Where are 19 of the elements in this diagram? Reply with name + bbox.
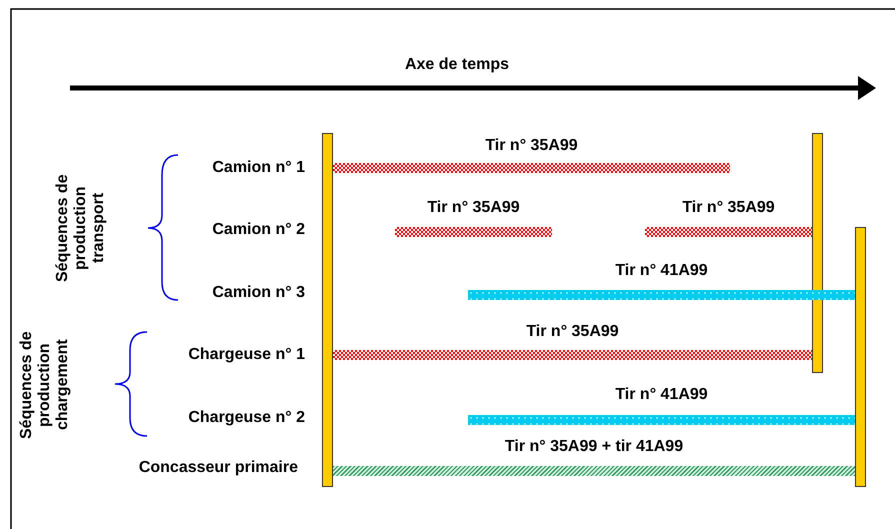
- group-label: Séquences de production chargement: [18, 330, 72, 440]
- row-label: Camion n° 1: [212, 159, 305, 177]
- bar-label: Tir n° 35A99: [427, 199, 520, 217]
- row-label: Camion n° 3: [212, 284, 305, 302]
- bar-label: Tir n° 41A99: [615, 386, 708, 404]
- bar-label: Tir n° 35A99: [682, 199, 775, 217]
- row-label: Chargeuse n° 2: [188, 409, 305, 427]
- timeline-marker-bar: [855, 227, 866, 487]
- row-label: Concasseur primaire: [138, 459, 298, 477]
- bar-label: Tir n° 35A99: [526, 323, 619, 341]
- timeline-marker-bar: [812, 133, 823, 373]
- row-label: Chargeuse n° 1: [188, 346, 305, 364]
- bar-label: Tir n° 35A99 + tir 41A99: [504, 438, 684, 456]
- axis-title: Axe de temps: [404, 56, 510, 74]
- row-label: Camion n° 2: [212, 221, 305, 239]
- bar-label: Tir n° 35A99: [485, 137, 578, 155]
- bar-label: Tir n° 41A99: [615, 262, 708, 280]
- timeline-marker-bar: [322, 133, 333, 487]
- group-label: Séquences de production transport: [54, 173, 108, 284]
